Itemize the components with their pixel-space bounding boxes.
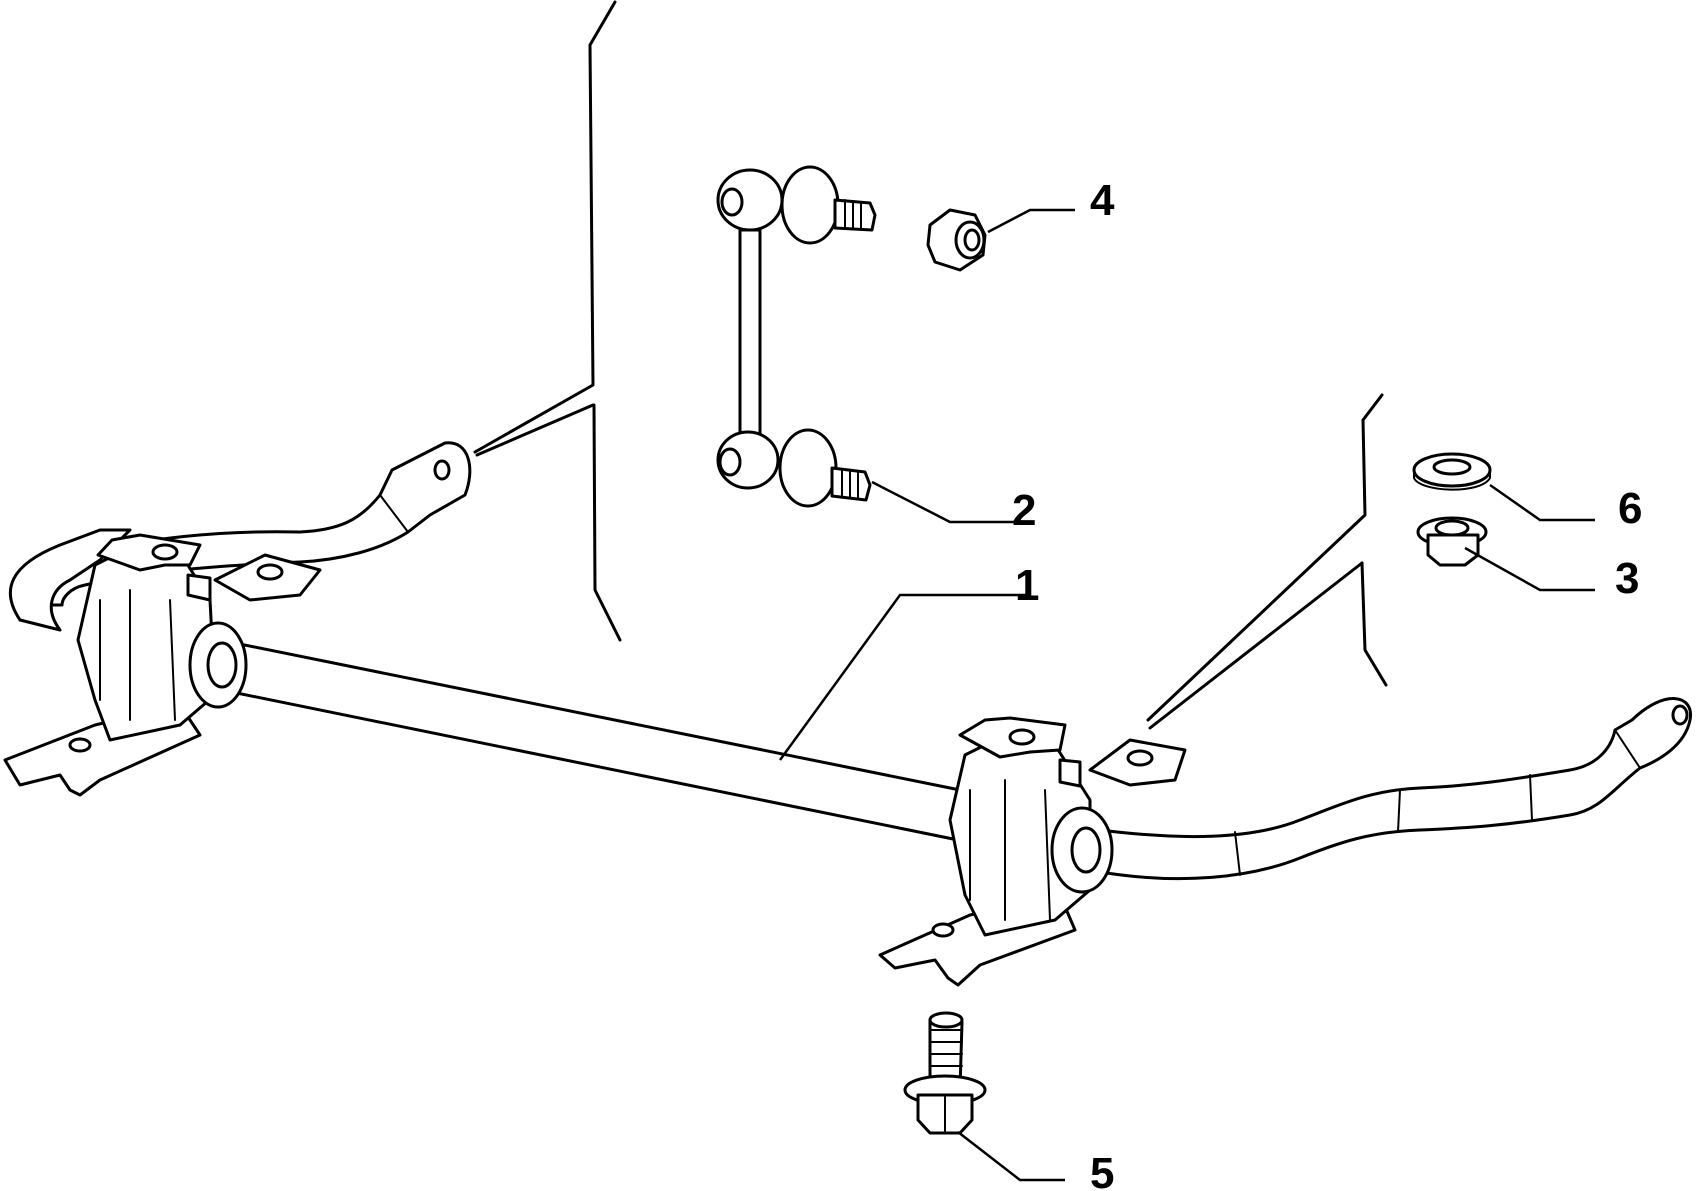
- callout-3: 3: [1615, 554, 1639, 603]
- callout-5: 5: [1090, 1149, 1114, 1191]
- link-nut: [926, 208, 987, 272]
- leader-lines: [778, 208, 1595, 1182]
- callout-2: 2: [1012, 486, 1036, 535]
- callout-6: 6: [1618, 484, 1642, 533]
- stabilizer-link: [716, 165, 877, 508]
- stabilizer-bar: [28, 441, 1693, 881]
- right-mounting-bracket: [878, 716, 1187, 987]
- callout-labels: 1 2 3 4 5 6: [1012, 176, 1642, 1191]
- flange-bolt: [903, 1011, 987, 1135]
- washer: [1412, 452, 1492, 491]
- flange-nut: [1416, 516, 1488, 567]
- right-section-lines: [1146, 393, 1388, 730]
- left-mounting-bracket: [3, 528, 322, 797]
- callout-1: 1: [1015, 561, 1039, 610]
- left-section-lines: [473, 0, 622, 642]
- callout-4: 4: [1090, 176, 1115, 225]
